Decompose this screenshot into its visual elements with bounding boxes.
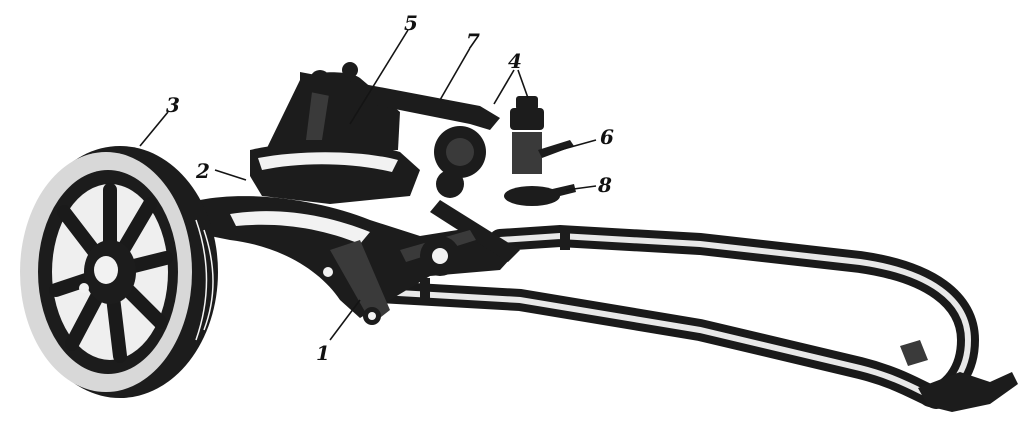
trail-frame <box>369 224 1018 412</box>
leader-6 <box>559 139 597 151</box>
callout-label-8: 8 <box>597 173 612 197</box>
leader-3 <box>139 111 169 147</box>
callout-label-3: 3 <box>166 93 180 117</box>
callout-label-2: 2 <box>195 159 210 183</box>
callout-labels: 1 2 3 4 5 6 7 8 <box>166 11 614 365</box>
road-wheel <box>20 146 218 398</box>
leader-2 <box>214 169 247 181</box>
callout-label-5: 5 <box>404 11 418 35</box>
leader-4a <box>493 69 515 105</box>
callout-label-1: 1 <box>316 341 330 365</box>
leader-lines <box>139 29 597 341</box>
callout-label-4: 4 <box>508 49 522 73</box>
callout-label-6: 6 <box>600 125 614 149</box>
callout-label-7: 7 <box>466 29 480 53</box>
leader-7 <box>439 47 471 101</box>
leader-5 <box>349 29 409 125</box>
leader-4b <box>517 69 529 99</box>
leader-1 <box>329 299 361 341</box>
upper-mechanism <box>250 62 576 276</box>
axle-body <box>200 196 520 325</box>
leader-8 <box>565 185 597 191</box>
